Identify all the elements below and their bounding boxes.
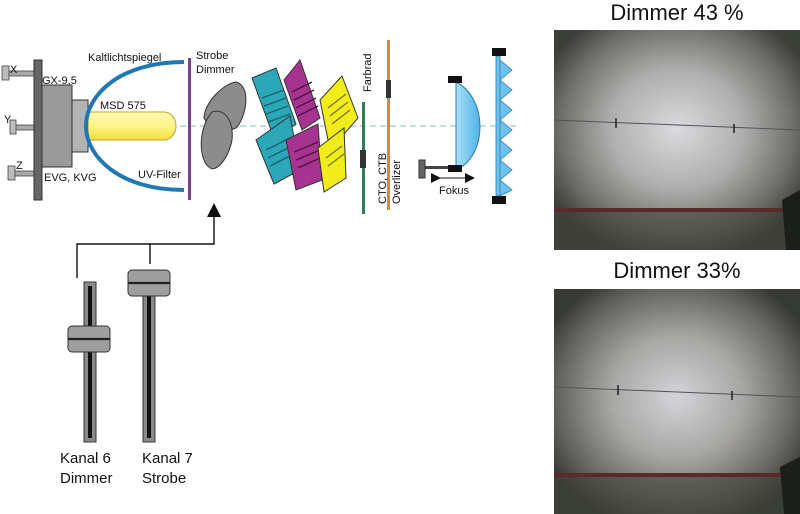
mount-plate — [33, 59, 43, 201]
label-uv-filter: UV-Filter — [138, 169, 181, 181]
label-reflector: Kaltlichtspiegel — [88, 52, 161, 64]
control-connector — [76, 203, 221, 278]
cto-ctb-hub — [386, 80, 391, 98]
magenta-filter-comb — [283, 58, 323, 191]
adjust-screw-y — [9, 119, 37, 135]
label-fokus: Fokus — [439, 185, 469, 197]
label-z: Z — [16, 160, 23, 172]
fader-knob[interactable] — [127, 269, 171, 297]
fader-kanal-7-channel: Kanal 7 — [142, 450, 193, 467]
lamp-socket — [41, 84, 73, 168]
label-dimmer: Dimmer — [196, 64, 235, 76]
fader-kanal-6[interactable] — [67, 281, 111, 443]
label-socket: GX-9,5 — [42, 75, 77, 87]
label-ballast: EVG, KVG — [44, 172, 97, 184]
fader-kanal-6-channel: Kanal 6 — [60, 450, 111, 467]
label-strobe: Strobe — [196, 50, 228, 62]
fader-kanal-6-function: Dimmer — [60, 470, 113, 487]
fader-track-slot — [88, 286, 92, 438]
fader-knob[interactable] — [67, 325, 111, 353]
beam-photo-dimmer-33 — [554, 289, 800, 514]
focus-lens-mount-top — [448, 76, 462, 83]
uv-filter-glass — [188, 58, 191, 200]
yellow-filter-comb — [317, 75, 359, 193]
dimmer-blade-lower — [200, 110, 233, 170]
adjust-screw-x — [1, 65, 37, 81]
focus-lens — [455, 81, 481, 171]
fresnel-mount-top — [492, 48, 506, 56]
lamp-bulb — [87, 111, 177, 141]
cold-light-reflector — [83, 60, 185, 192]
fader-track-slot — [147, 286, 151, 438]
focus-lens-mount-bottom — [448, 165, 462, 172]
label-x: X — [10, 64, 18, 76]
fader-kanal-7-function: Strobe — [142, 470, 186, 487]
label-y: Y — [4, 114, 12, 126]
focus-rail-end — [418, 159, 426, 179]
photo-title-dimmer-43: Dimmer 43 % — [610, 0, 744, 25]
label-farbrad: Farbrad — [362, 53, 374, 92]
label-overlizer: Overlizer — [391, 160, 403, 204]
cto-ctb-filter — [387, 40, 390, 210]
photo-title-dimmer-33: Dimmer 33% — [613, 258, 741, 283]
fresnel-front-lens — [495, 55, 513, 197]
focus-rail — [424, 166, 448, 169]
label-cto-ctb: CTO, CTB — [377, 153, 389, 204]
color-wheel-hub — [360, 150, 366, 168]
beam-photo-image — [554, 289, 800, 514]
beam-photo-image — [554, 30, 800, 250]
fader-kanal-7[interactable] — [127, 269, 171, 443]
fresnel-mount-bottom — [492, 196, 506, 204]
optics-diagram: X Y Z GX-9,5 EVG, KVG MSD 575 Kaltlichts… — [1, 40, 520, 487]
cyan-filter-comb — [251, 67, 301, 185]
label-lamp: MSD 575 — [100, 100, 146, 112]
beam-photo-dimmer-43 — [554, 30, 800, 250]
